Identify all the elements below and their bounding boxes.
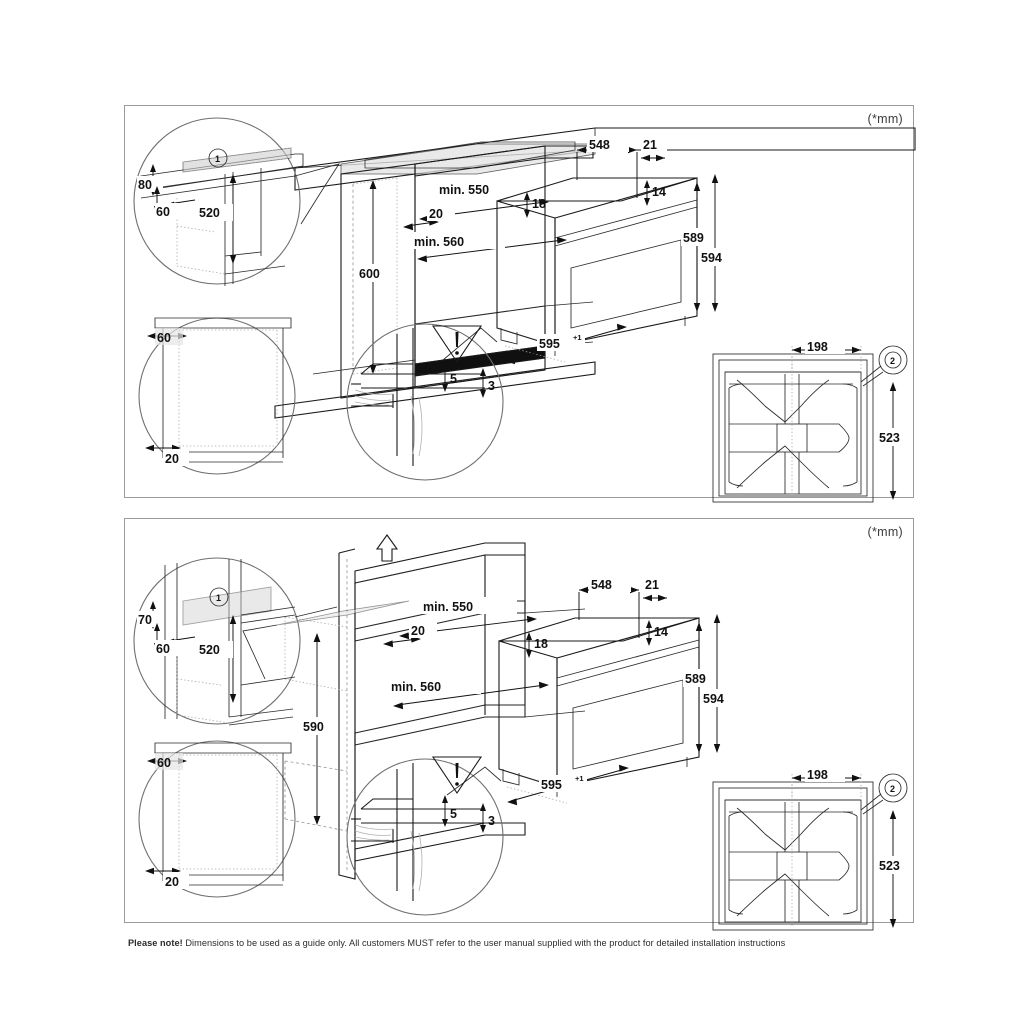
dim-detail-60: 60 [156, 205, 170, 219]
balloon-marker: 1 [216, 593, 221, 603]
dim-cabinet-width-min: min. 560 [414, 235, 464, 249]
dim-detail-plan-60: 60 [157, 331, 171, 345]
dim-oven-overall-height: 594 [701, 251, 722, 265]
dim-oven-body-height: 589 [685, 672, 706, 686]
oven-dimension-548: 548 [578, 576, 640, 638]
dim-cabinet-width-min: min. 560 [391, 680, 441, 694]
oven-dimension-14: 14 [646, 620, 668, 646]
dim-oven-top-offset: 21 [643, 138, 657, 152]
plan-dimension-523: 523 [877, 382, 913, 500]
up-arrow-icon [375, 534, 399, 562]
oven-dimension-594: 594 [701, 614, 737, 753]
dim-oven-top-offset: 21 [645, 578, 659, 592]
oven-plan-view: 2 198 523 [712, 766, 913, 931]
oven-dimension-21: 21 [641, 136, 667, 162]
panel-under-counter-drawing: 600 min. 550 20 min. 56 [133, 117, 916, 503]
panel-tall-housing: (*mm) [124, 518, 914, 931]
panel-under-counter: (*mm) [124, 105, 916, 503]
cabinet-dimension-20: 20 [383, 621, 437, 648]
dim-oven-panel-height: 14 [654, 625, 668, 639]
oven-dimension-589: 589 [681, 182, 717, 312]
dim-oven-width-tolerance: +1 [573, 333, 582, 342]
detail-circle-edge-gap: 5 3 [346, 756, 504, 916]
dim-detail-80: 80 [138, 178, 152, 192]
oven-dimension-548: 548 [576, 136, 638, 198]
warning-triangle-icon [431, 756, 483, 794]
dim-plan-depth: 523 [879, 431, 900, 445]
oven-plan-view: 2 198 523 [712, 338, 913, 503]
dim-oven-overall-height: 594 [703, 692, 724, 706]
dim-detail-520: 520 [199, 643, 220, 657]
oven-isometric [496, 177, 698, 356]
balloon-marker: 2 [890, 356, 895, 366]
dim-detail-520: 520 [199, 206, 220, 220]
dim-oven-top-depth: 548 [589, 138, 610, 152]
cabinet-dimension-min560: min. 560 [389, 677, 549, 710]
panel-tall-housing-drawing: 590 min. 550 20 [133, 534, 913, 931]
dim-detail-60: 60 [156, 642, 170, 656]
cabinet-dimension-600: 600 [357, 180, 393, 374]
detail-circle-worktop: 1 80 60 520 [133, 117, 340, 286]
dim-oven-width: 595 [541, 778, 562, 792]
dim-oven-top-thickness: 18 [534, 637, 548, 651]
cabinet-carcass [242, 542, 586, 880]
unit-label: (*mm) [867, 525, 903, 539]
dim-cabinet-height: 600 [359, 267, 380, 281]
oven-dimension-594: 594 [699, 174, 735, 312]
oven-dimension-18: 18 [524, 192, 546, 218]
dim-oven-width-tolerance: +1 [575, 774, 584, 783]
oven-dimension-589: 589 [683, 622, 719, 753]
dim-detail-gap-5: 5 [450, 372, 457, 386]
dim-detail-gap-3: 3 [488, 814, 495, 828]
cabinet-dimension-min550: min. 550 [419, 180, 549, 223]
dim-plan-offset: 198 [807, 340, 828, 354]
oven-dimension-18: 18 [526, 632, 548, 658]
plan-dimension-198: 198 [791, 766, 862, 800]
dim-oven-top-depth: 548 [591, 578, 612, 592]
plan-balloon-callout: 2 [860, 345, 908, 387]
cabinet-dimension-min550: min. 550 [399, 597, 537, 640]
warning-triangle-icon [431, 325, 483, 363]
dim-cabinet-gap: 20 [429, 207, 443, 221]
dim-cabinet-depth-min: min. 550 [423, 600, 473, 614]
dim-oven-body-height: 589 [683, 231, 704, 245]
oven-dimension-595: 595 +1 [504, 323, 627, 365]
footer-note-label: Please note! [128, 938, 183, 948]
cabinet-dimension-min560: min. 560 [413, 232, 567, 263]
dim-oven-top-thickness: 18 [532, 197, 546, 211]
detail-circle-edge-gap: 5 3 [346, 323, 504, 481]
dim-cabinet-gap: 20 [411, 624, 425, 638]
dim-plan-offset: 198 [807, 768, 828, 782]
detail-circle-plan-clearance: 60 20 [138, 317, 296, 475]
dim-detail-plan-20: 20 [165, 875, 179, 889]
dim-oven-width: 595 [539, 337, 560, 351]
footer-note-text: Dimensions to be used as a guide only. A… [182, 938, 786, 948]
cabinet-dimension-590: 590 [301, 633, 337, 825]
oven-dimension-21: 21 [643, 576, 669, 602]
balloon-marker: 2 [890, 784, 895, 794]
plan-balloon-callout: 2 [860, 773, 908, 815]
unit-label: (*mm) [867, 112, 903, 126]
oven-dimension-14: 14 [644, 180, 666, 206]
dim-detail-plan-20: 20 [165, 452, 179, 466]
dim-detail-70: 70 [138, 613, 152, 627]
plan-dimension-198: 198 [791, 338, 862, 372]
detail-circle-plan-clearance: 60 20 [138, 740, 296, 898]
cabinet-dimension-20: 20 [403, 204, 455, 231]
dim-detail-gap-3: 3 [488, 379, 495, 393]
footer-note: Please note! Dimensions to be used as a … [128, 938, 908, 950]
dim-cabinet-depth-min: min. 550 [439, 183, 489, 197]
dim-oven-panel-height: 14 [652, 185, 666, 199]
plan-dimension-523: 523 [877, 810, 913, 928]
cabinet-carcass [274, 145, 596, 419]
balloon-marker: 1 [215, 154, 220, 164]
dim-detail-plan-60: 60 [157, 756, 171, 770]
dim-plan-depth: 523 [879, 859, 900, 873]
dim-detail-gap-5: 5 [450, 807, 457, 821]
dim-cabinet-height: 590 [303, 720, 324, 734]
oven-dimension-595: 595 +1 [506, 764, 629, 806]
detail-circle-worktop: 1 70 60 520 [133, 557, 338, 726]
